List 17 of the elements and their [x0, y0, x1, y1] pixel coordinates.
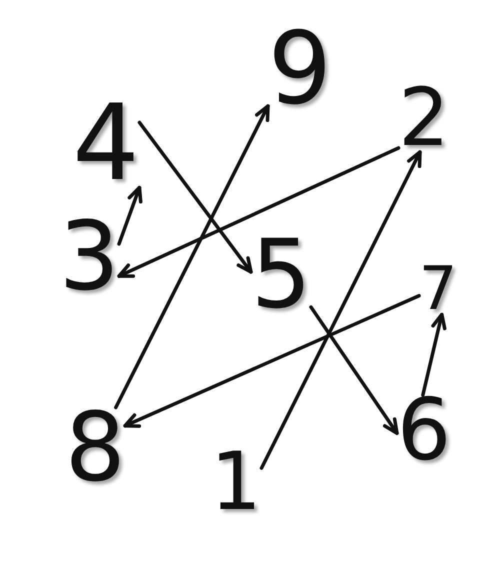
- arrow: [421, 312, 446, 397]
- arrow: [123, 294, 421, 428]
- arrow: [117, 146, 400, 278]
- number-label: 1: [210, 448, 262, 516]
- arrow: [309, 305, 399, 435]
- number-label: 9: [268, 26, 332, 110]
- number-label: 5: [251, 234, 312, 316]
- arrow: [138, 120, 253, 274]
- number-label: 3: [59, 216, 120, 298]
- number-label: 8: [65, 408, 126, 488]
- number-label: 2: [398, 84, 450, 152]
- number-label: 6: [397, 395, 452, 468]
- arrow: [117, 186, 142, 246]
- number-label: 4: [72, 98, 140, 188]
- arrow: [260, 150, 422, 470]
- arrow: [114, 104, 270, 410]
- number-label: 7: [419, 264, 458, 314]
